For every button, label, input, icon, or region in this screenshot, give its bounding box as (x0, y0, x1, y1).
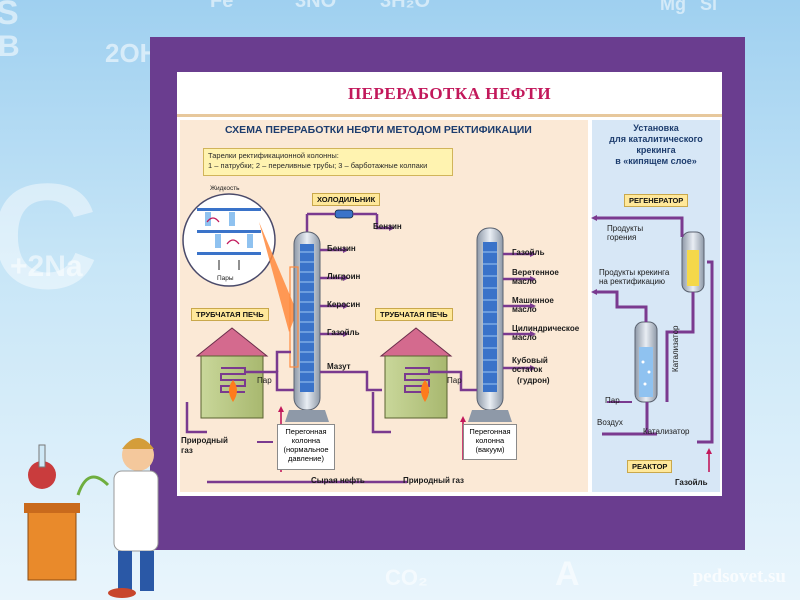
cracking-subtitle-line: крекинга (636, 145, 676, 155)
tray-detail-magnifier (182, 193, 297, 332)
process-diagram (182, 193, 714, 484)
bg-formula-s: S (0, 0, 19, 32)
column-1-caption-line: колонна (291, 436, 321, 445)
gasoil-right-label: Газойль (675, 478, 708, 487)
steam-label-right: Пар (605, 396, 620, 405)
cracking-subtitle-line: Установка (633, 123, 679, 133)
tray-liquid-label: Жидкость (210, 185, 240, 192)
output-kerosene: Керосин (327, 300, 361, 309)
condenser-label: ХОЛОДИЛЬНИК (312, 193, 381, 206)
bg-formula-3h2o: 3H₂O (380, 0, 431, 12)
column-2-caption-line: колонна (475, 436, 505, 445)
tray-vapors-label: Пары (217, 275, 234, 282)
cracking-subtitle: Установка для каталитического крекинга в… (597, 123, 715, 167)
cracking-subtitle-line: в «кипящем слое» (615, 156, 697, 166)
bg-formula-fe: Fe (210, 0, 234, 12)
furnace-1-label: ТРУБЧАТАЯ ПЕЧЬ (191, 308, 269, 321)
watermark: pedsovet.su (692, 566, 786, 587)
distillation-column-1 (285, 231, 329, 422)
natural-gas-label-1: Природный газ (181, 436, 228, 455)
steam-label-2: Пар (447, 376, 462, 385)
bg-formula-si: Si (700, 0, 718, 14)
distillation-column-2 (468, 227, 512, 422)
output-fuel-oil: Мазут (327, 362, 351, 371)
bg-formula-mg: Mg (660, 0, 686, 14)
column-2-caption-line: (вакуум) (475, 445, 505, 454)
furnace-2-label: ТРУБЧАТАЯ ПЕЧЬ (375, 308, 453, 321)
bg-formula-co2: CO₂ (385, 565, 428, 590)
output-machine-oil: Машинное масло (512, 296, 554, 314)
output-ligroin: Лигроин (327, 272, 361, 281)
catalyst-label-1: Катализатор (671, 325, 680, 372)
output-spindle-oil: Веретенное масло (512, 268, 559, 286)
column-2-caption-line: Перегонная (469, 427, 511, 436)
air-label: Воздух (597, 418, 623, 427)
crude-oil-label: Сырая нефть (311, 476, 365, 485)
cracking-subtitle-line: для каталитического (609, 134, 703, 144)
output-gasoline: Бензин (327, 244, 356, 253)
page-title: ПЕРЕРАБОТКА НЕФТИ (347, 84, 552, 103)
steam-label-1: Пар (257, 376, 272, 385)
natural-gas-label-2: Природный газ (403, 476, 464, 485)
column-2-outlets (503, 251, 536, 371)
tubular-furnace-1 (185, 327, 294, 434)
scientist-illustration (24, 438, 159, 598)
catalyst-label-2: Катализатор (643, 427, 690, 436)
catalytic-cracking-unit (591, 215, 714, 472)
column-1-caption-line: (нормальное (283, 445, 329, 454)
column-1-caption-line: Перегонная (285, 427, 327, 436)
bg-formula-2oh: 2OH (105, 38, 159, 68)
rectification-subtitle: СХЕМА ПЕРЕРАБОТКИ НЕФТИ МЕТОДОМ РЕКТИФИК… (225, 124, 532, 136)
title-bar: ПЕРЕРАБОТКА НЕФТИ (177, 72, 722, 117)
tubular-furnace-2 (371, 327, 477, 434)
bg-formula-2na: +2Na (10, 250, 83, 283)
output-gasoil-2: Газойль (512, 248, 545, 257)
column-1-caption-line: давление) (288, 454, 324, 463)
cracking-panel (592, 120, 720, 492)
output-gasoline-top: Бензин (373, 222, 402, 231)
combustion-products-label: Продукты горения (607, 224, 644, 242)
output-cylinder-oil: Цилиндрическое масло (512, 324, 580, 342)
bg-formula-3no: 3NO (295, 0, 337, 12)
trays-legend-title: Тарелки ректификационной колонны: (208, 151, 339, 160)
output-gasoil: Газойль (327, 328, 360, 337)
trays-legend: Тарелки ректификационной колонны: 1 – па… (203, 148, 453, 176)
regenerator-label: РЕГЕНЕРАТОР (624, 194, 689, 207)
output-residue: Кубовый остаток (512, 356, 548, 374)
column-1-outlets (320, 247, 382, 392)
poster: ПЕРЕРАБОТКА НЕФТИ СХЕМА ПЕРЕРАБОТКИ НЕФТ… (177, 72, 722, 496)
column-1-caption: Перегонная колонна (нормальное давление) (277, 424, 335, 470)
column-2-caption: Перегонная колонна (вакуум) (463, 424, 517, 460)
cracking-products-label: Продукты крекинга на ректификацию (599, 268, 670, 286)
bg-formula-b: B (0, 30, 20, 63)
bg-formula-c: C (0, 152, 99, 320)
trays-legend-items: 1 – патрубки; 2 – переливные трубы; 3 – … (208, 161, 428, 170)
output-tar: (гудрон) (517, 376, 550, 385)
bg-formula-a: A (555, 555, 580, 593)
reactor-label: РЕАКТОР (627, 460, 673, 473)
condenser (305, 209, 395, 232)
